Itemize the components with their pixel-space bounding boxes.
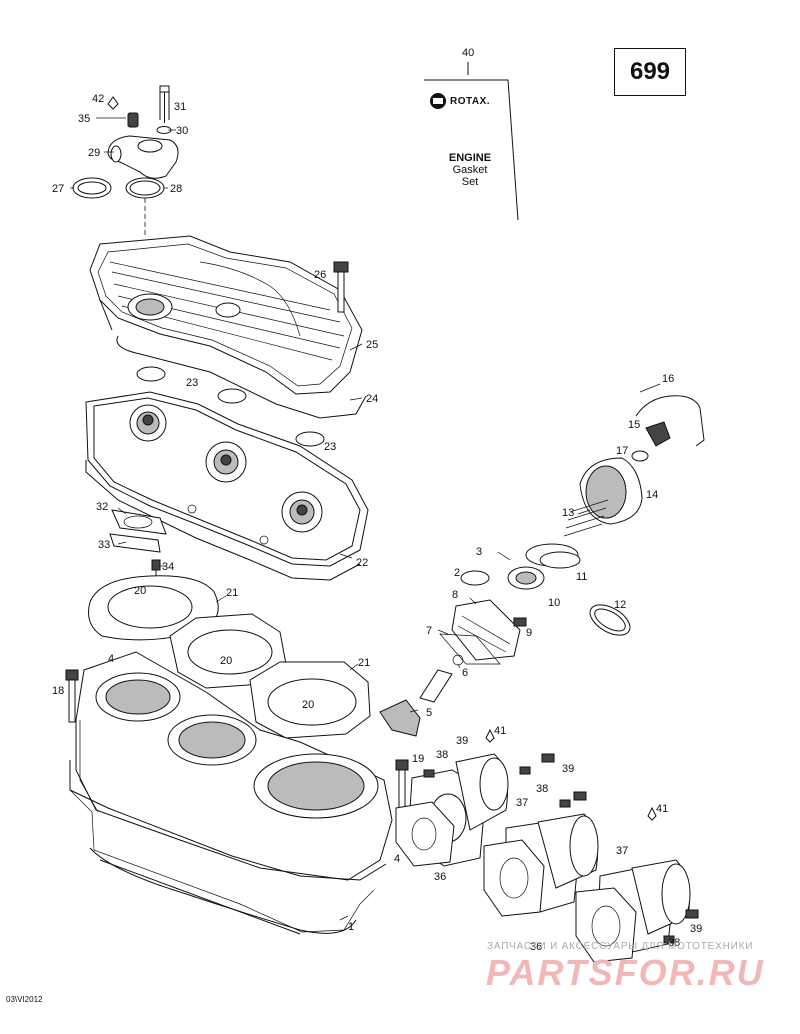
callout-1: 1 [348,921,354,933]
callout-36b: 36 [530,941,542,953]
callout-14: 14 [646,489,658,501]
cylinder-block [69,651,393,935]
callout-10: 10 [548,597,560,609]
base-gaskets [88,575,371,739]
callout-39b: 39 [562,763,574,775]
callout-numbers: 40 42 31 35 30 29 27 28 26 25 24 23 23 1… [52,47,702,953]
callout-11: 11 [576,571,587,583]
watermark-logo: PARTSFOR.RU [486,952,765,993]
callout-4a: 4 [108,653,114,665]
cylinder-head-cover [89,235,367,419]
document-date: 03\VI2012 [6,995,43,1004]
callout-3: 3 [476,546,482,558]
cover-plate-group [109,509,167,584]
head-bolt [333,261,349,313]
o-ring-12 [589,604,631,636]
gasket-set-bracket [424,62,519,221]
rotax-logo-icon [430,93,446,109]
callout-7: 7 [426,625,432,637]
callout-26: 26 [314,269,326,281]
callout-20c: 20 [302,699,314,711]
callout-41b: 41 [656,803,668,815]
callout-25: 25 [366,339,378,351]
brand-label: ROTAX. [430,93,490,109]
callout-35: 35 [78,113,90,125]
cylinder-head [85,391,369,581]
callout-30: 30 [176,125,188,137]
callout-18: 18 [52,685,64,697]
callout-39c: 39 [690,923,702,935]
callout-15: 15 [628,419,640,431]
callout-37a: 37 [516,797,528,809]
callout-33: 33 [98,539,110,551]
valve-assembly [379,395,705,737]
callout-21a: 21 [226,587,238,599]
callout-24: 24 [366,393,378,405]
callout-31: 31 [174,101,186,113]
callout-17: 17 [616,445,628,457]
leader-lines [70,129,661,921]
callout-5: 5 [426,707,432,719]
callout-28: 28 [170,183,182,195]
callout-38c: 38 [668,937,680,949]
callout-34: 34 [162,561,174,573]
callout-29: 29 [88,147,100,159]
callout-22: 22 [356,557,368,569]
callout-6: 6 [462,667,468,679]
kit-title-line1: ENGINE [448,152,492,164]
callout-16: 16 [662,373,674,385]
callout-38b: 38 [536,783,548,795]
callout-21b: 21 [358,657,370,669]
kit-title-line3: Set [461,176,479,188]
callout-38a: 38 [436,749,448,761]
callout-20b: 20 [220,655,232,667]
outlet-elbow-group [72,85,179,238]
page-number: 699 [629,58,671,85]
kit-title: ENGINE Gasket Set [430,152,510,188]
callout-20a: 20 [134,585,146,597]
exhaust-sockets [395,728,699,963]
callout-9: 9 [526,627,532,639]
callout-13: 13 [562,507,574,519]
callout-4b: 4 [394,853,400,865]
callout-8: 8 [452,589,458,601]
callout-2: 2 [454,567,460,579]
callout-37b: 37 [616,845,628,857]
callout-27: 27 [52,183,64,195]
watermark-tagline: ЗАПЧАСТИ И АКСЕССУАРЫ ДЛЯ МОТОТЕХНИКИ [487,941,754,952]
kit-title-line2: Gasket [452,164,488,176]
callout-36a: 36 [434,871,446,883]
callout-41a: 41 [494,725,506,737]
callout-32: 32 [96,501,108,513]
callout-12: 12 [614,599,626,611]
callout-42: 42 [92,93,104,105]
brand-name: ROTAX. [450,95,491,107]
callout-39a: 39 [456,735,468,747]
callout-19: 19 [412,753,424,765]
callout-23a: 23 [186,377,198,389]
page-number-box: 699 [614,48,686,96]
callout-40: 40 [462,47,474,59]
callout-23b: 23 [324,441,336,453]
head-orings [136,366,325,447]
